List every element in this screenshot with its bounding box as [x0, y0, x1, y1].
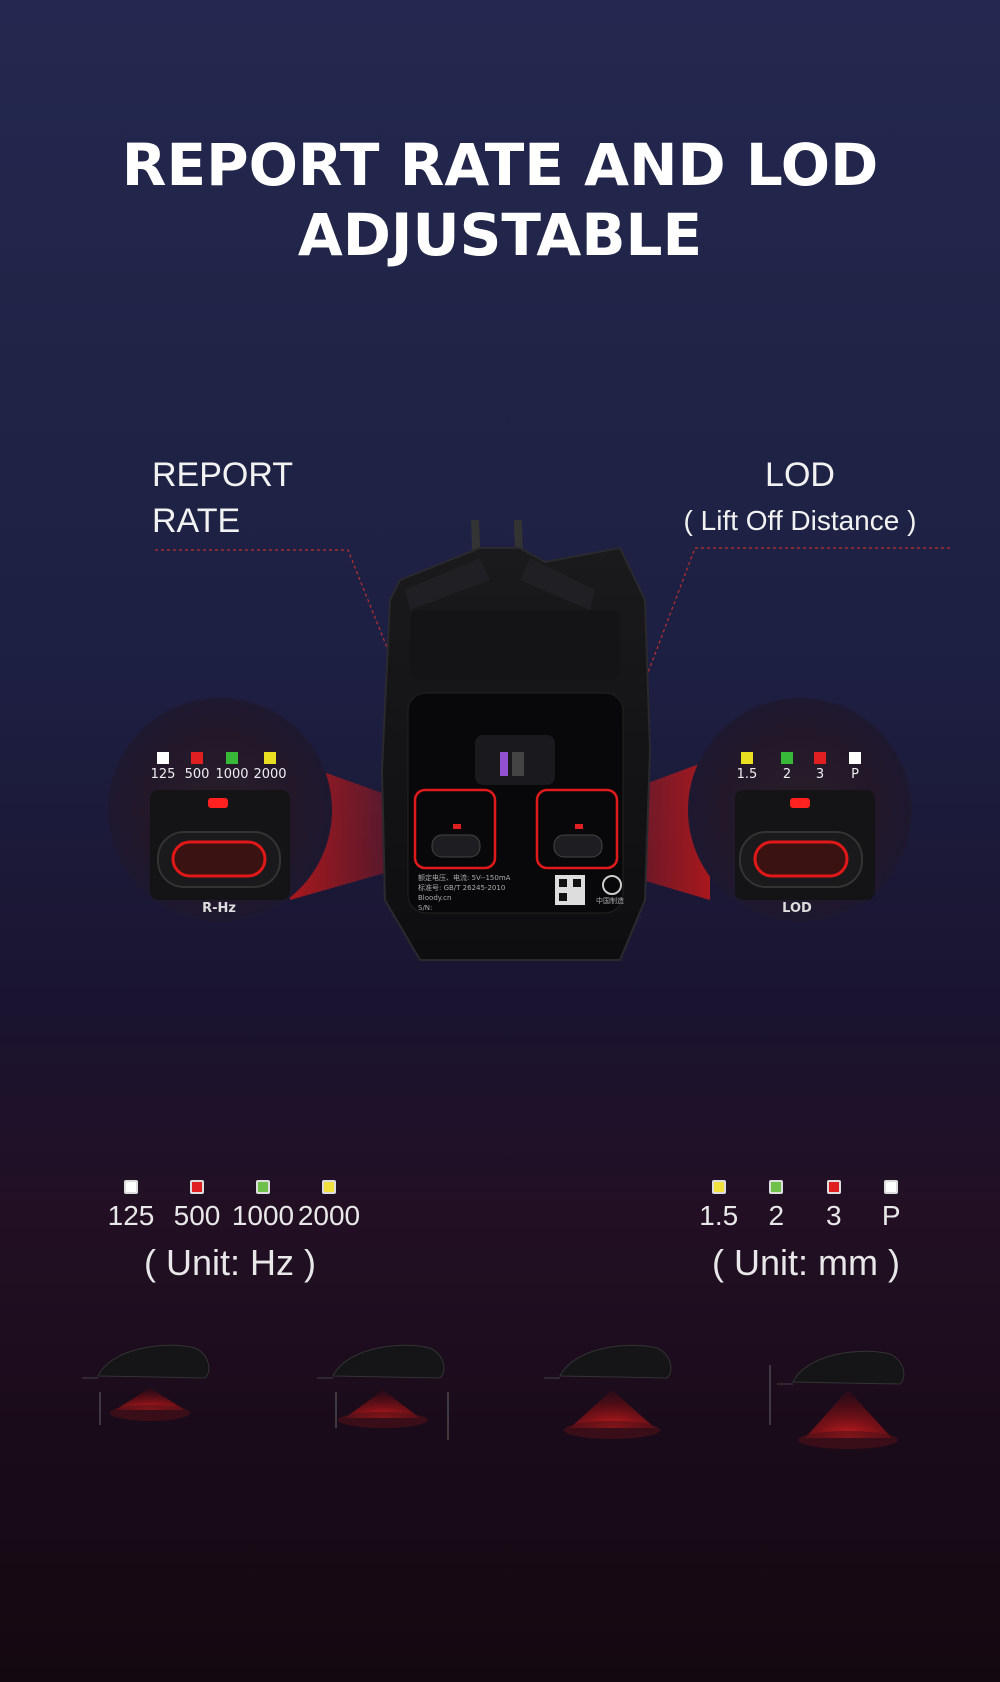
plate-spec-4: S/N: — [418, 904, 432, 912]
right-zoom-value-1: 1.5 — [737, 767, 758, 782]
lod-color-dot-cell-3 — [805, 1180, 863, 1194]
lod-color-dot-cell-1 — [690, 1180, 748, 1194]
lod-mouse-2 — [317, 1344, 449, 1440]
lod-value-3: 3 — [825, 1200, 842, 1231]
right-zoom-circle: 1.5 2 3 P LOD — [688, 698, 912, 922]
left-zoom-value-1: 125 — [151, 767, 176, 782]
report-rate-color-dot-cell-4 — [296, 1180, 362, 1194]
left-zoom-led-2 — [191, 752, 203, 764]
title-line-1: REPORT RATE AND LOD — [121, 131, 879, 199]
lod-unit: ( Unit: mm ) — [712, 1242, 900, 1283]
lod-value-2: 2 — [768, 1200, 785, 1231]
plate-spec-3: Bloody.cn — [418, 894, 451, 902]
lod-mouse-3 — [544, 1344, 672, 1439]
left-zoom-led-3 — [226, 752, 238, 764]
right-zoom-value-2: 2 — [783, 767, 791, 782]
report-rate-value-2: 500 — [173, 1200, 221, 1231]
report-rate-values: 125 500 1000 2000 — [98, 1200, 378, 1232]
report-rate-color-dot-cell-1 — [98, 1180, 164, 1194]
mouse-underside: 额定电压、电流: 5V--150mA 标准号: GB/T 26245-2010 … — [380, 519, 652, 961]
lod-color-dot-2 — [769, 1180, 784, 1194]
plate-made-in: 中国制造 — [596, 896, 624, 905]
right-zoom-value-4: P — [851, 767, 859, 782]
report-rate-label: REPORT RATE — [152, 456, 294, 540]
right-zoom-caption: LOD — [782, 901, 812, 916]
left-zoom-led-1 — [157, 752, 169, 764]
lod-mouse-1 — [82, 1344, 210, 1425]
right-zoom-value-3: 3 — [816, 767, 824, 782]
lod-label: LOD ( Lift Off Distance ) — [683, 456, 917, 536]
report-rate-color-dot-cell-3 — [230, 1180, 296, 1194]
lod-mouse-4 — [769, 1350, 905, 1449]
left-zoom-circle: 125 500 1000 2000 R-Hz — [108, 698, 332, 922]
left-zoom-caption: R-Hz — [202, 901, 236, 916]
right-zoom-led-2 — [781, 752, 793, 764]
left-zoom-led-4 — [264, 752, 276, 764]
report-rate-value-4: 2000 — [297, 1200, 361, 1231]
report-rate-color-dots — [98, 1180, 378, 1194]
lod-color-dots — [690, 1180, 920, 1194]
report-rate-legend: 125 500 1000 2000 ( Unit: Hz ) — [98, 1180, 378, 1284]
lod-color-dot-3 — [826, 1180, 841, 1194]
page-title: REPORT RATE AND LOD ADJUSTABLE — [0, 130, 1000, 270]
report-rate-value-1: 125 — [107, 1200, 155, 1231]
report-rate-color-dot-3 — [256, 1180, 270, 1194]
report-rate-value-3: 1000 — [231, 1200, 295, 1231]
lod-value-4: P — [881, 1200, 901, 1231]
lod-value-1: 1.5 — [699, 1200, 739, 1231]
lod-color-dot-4 — [884, 1180, 899, 1194]
right-zoom-led-3 — [814, 752, 826, 764]
lod-color-dot-cell-4 — [863, 1180, 921, 1194]
report-rate-unit: ( Unit: Hz ) — [143, 1242, 316, 1283]
report-rate-color-dot-1 — [124, 1180, 138, 1194]
report-rate-color-dot-cell-2 — [164, 1180, 230, 1194]
lod-values: 1.5 2 3 P — [690, 1200, 920, 1232]
lod-illustrations — [82, 1344, 905, 1449]
right-zoom-led-1 — [741, 752, 753, 764]
lod-color-dot-1 — [711, 1180, 726, 1194]
lod-legend: 1.5 2 3 P ( Unit: mm ) — [690, 1180, 920, 1284]
report-rate-color-dot-2 — [190, 1180, 204, 1194]
left-zoom-value-2: 500 — [185, 767, 210, 782]
title-line-2: ADJUSTABLE — [297, 201, 703, 269]
left-zoom-value-3: 1000 — [215, 767, 248, 782]
left-zoom-value-4: 2000 — [253, 767, 286, 782]
right-zoom-led-4 — [849, 752, 861, 764]
plate-spec-1: 额定电压、电流: 5V--150mA — [418, 873, 511, 882]
plate-spec-2: 标准号: GB/T 26245-2010 — [418, 883, 505, 892]
report-rate-color-dot-4 — [322, 1180, 336, 1194]
lod-color-dot-cell-2 — [748, 1180, 806, 1194]
